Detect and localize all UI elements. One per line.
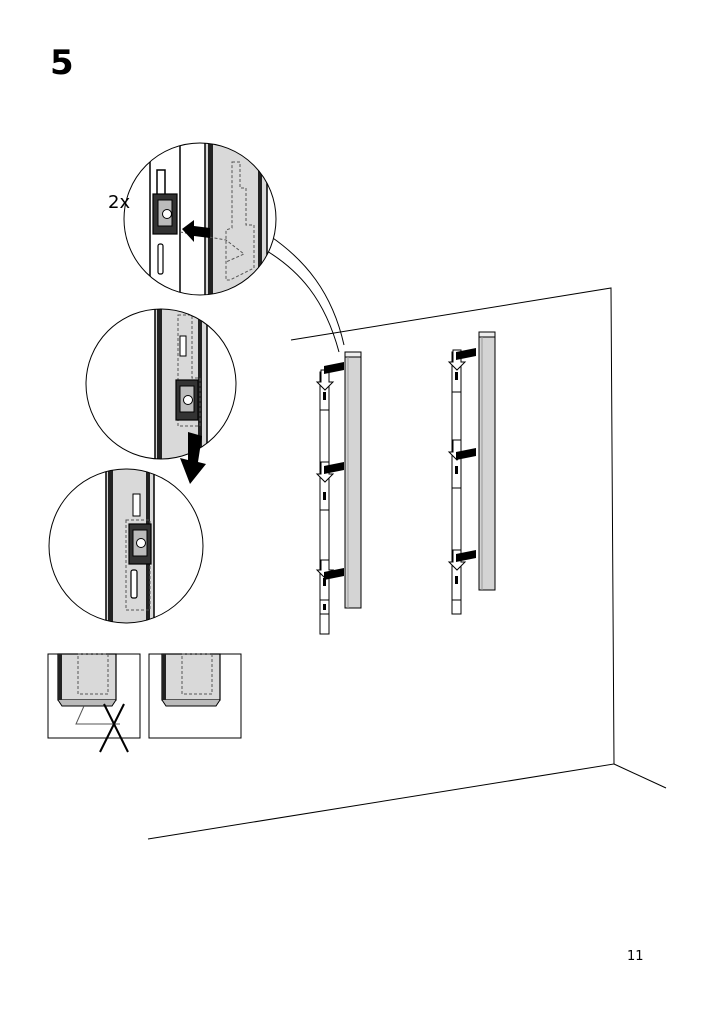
correct-panel <box>148 653 242 739</box>
right-suspension-rail <box>447 348 476 615</box>
right-cover-strip <box>478 331 496 591</box>
incorrect-cross-mark <box>99 703 129 753</box>
left-suspension-rail <box>315 362 344 635</box>
detail-circle-slide-down <box>85 308 237 484</box>
quantity-label: 2x <box>108 192 130 213</box>
incorrect-panel <box>47 653 141 753</box>
slide-down-arrow <box>180 432 206 484</box>
wall-outline <box>147 287 667 840</box>
left-cover-strip <box>344 351 362 609</box>
page-number: 11 <box>627 949 644 964</box>
detail-circle-insert: 2x <box>108 142 277 296</box>
detail-circle-locked <box>48 468 204 624</box>
detail-leader-line <box>261 235 345 353</box>
step-number: 5 <box>50 43 74 83</box>
